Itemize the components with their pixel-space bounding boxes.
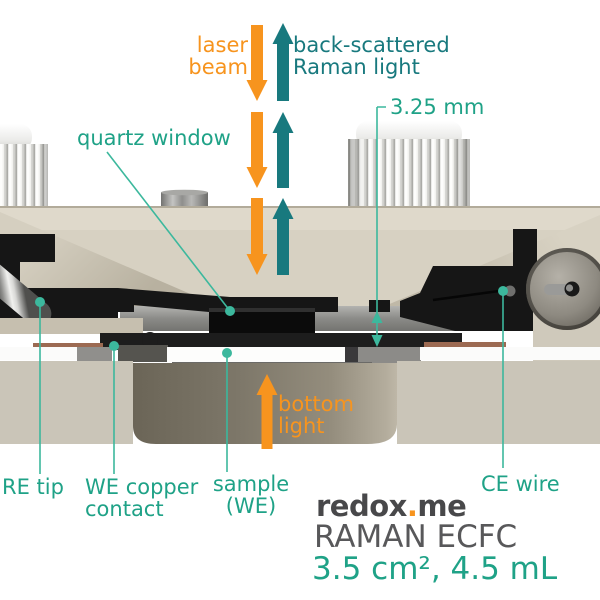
laser-beam-arrow-3 <box>246 198 268 275</box>
sample-we-label: sample (WE) <box>212 472 290 518</box>
gap-dim-arrow-down <box>371 335 383 347</box>
sample-dot <box>222 348 232 358</box>
laser-beam-arrow-1 <box>246 25 268 101</box>
re-tip-part <box>0 227 52 327</box>
logo-dot: . <box>406 489 418 523</box>
cell-base-layers <box>0 345 600 363</box>
ce-wire-dot <box>498 286 508 296</box>
ce-wire-label: CE wire <box>481 472 560 496</box>
leader-lines <box>39 151 504 474</box>
raman-light-arrow-3 <box>272 198 294 275</box>
plate-left-cut-face <box>0 318 143 334</box>
laser-beam-arrows <box>246 25 268 275</box>
re-tip-label: RE tip <box>2 475 64 499</box>
re-tip-dot <box>35 297 45 307</box>
ce-wire-part <box>432 289 500 302</box>
quartz-window-dot <box>225 306 235 316</box>
we-copper-contact-label: WE copper contact <box>85 475 199 521</box>
left-base-slab <box>0 361 133 444</box>
leader-dots <box>35 286 508 358</box>
bottom-light-arrow <box>256 374 278 449</box>
raman-light-arrow-1 <box>272 23 294 101</box>
we-copper-contact-part <box>33 342 506 348</box>
raman-light-arrows <box>272 23 294 275</box>
back-scattered-label: back-scattered Raman light <box>293 33 450 79</box>
sample-we-part <box>167 347 347 362</box>
ce-wire-end <box>504 285 516 297</box>
product-specs: 3.5 cm², 4.5 mL <box>312 551 558 587</box>
ce-port-knob <box>526 248 600 330</box>
quartz-window-label: quartz window <box>77 126 231 150</box>
quartz-window-part <box>209 308 315 334</box>
gap-dimension-label: 3.25 mm <box>390 95 485 119</box>
right-base-slab <box>397 361 600 444</box>
top-port-cylinder <box>161 189 208 208</box>
product-name: RAMAN ECFC <box>314 519 518 555</box>
logo-name: redox <box>316 489 407 523</box>
logo-tld: me <box>417 489 467 523</box>
gap-dimension <box>371 106 386 347</box>
laser-beam-arrow-2 <box>246 112 268 188</box>
redoxme-logo: redox.me <box>316 489 467 523</box>
right-knurled-screw <box>348 121 470 209</box>
bottom-light-label: bottom light <box>278 392 354 438</box>
laser-beam-label: laser beam <box>188 33 248 79</box>
raman-light-arrow-2 <box>272 112 294 188</box>
left-knurled-screw <box>0 124 48 210</box>
gap-dim-arrow-up <box>371 311 383 323</box>
we-copper-dot <box>109 341 119 351</box>
quartz-window-leader <box>106 151 231 312</box>
